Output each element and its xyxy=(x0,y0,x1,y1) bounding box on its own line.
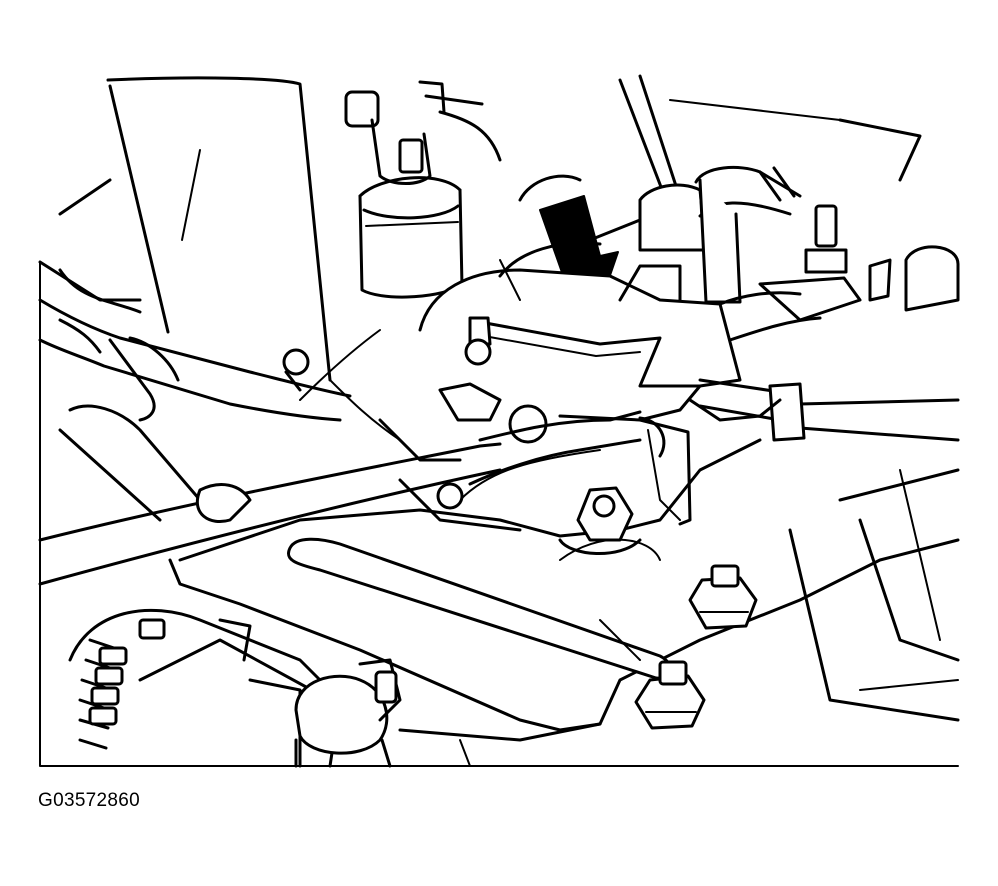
wiring-harness xyxy=(38,298,381,422)
figure-id-label: G03572860 xyxy=(38,790,141,811)
bracket-mounting-nut-upper xyxy=(688,564,758,630)
alternator xyxy=(68,608,342,768)
fender-panel xyxy=(38,76,332,382)
hood-latch-cable xyxy=(38,404,502,586)
cable-bracket xyxy=(418,241,822,422)
bracket-mounting-nut-lower xyxy=(634,660,706,730)
cable-housing-right xyxy=(638,378,960,526)
fender-apron-right xyxy=(599,468,960,722)
coolant-fitting xyxy=(758,204,960,322)
illustration-frame xyxy=(39,261,959,767)
bracket-mounting-nut-top xyxy=(558,486,642,555)
cable-end-fitting xyxy=(436,382,666,510)
upper-radiator-hose xyxy=(618,74,922,304)
accumulator xyxy=(344,80,502,299)
engine-detail-lines xyxy=(329,174,642,532)
oil-filler-cap xyxy=(294,658,602,768)
